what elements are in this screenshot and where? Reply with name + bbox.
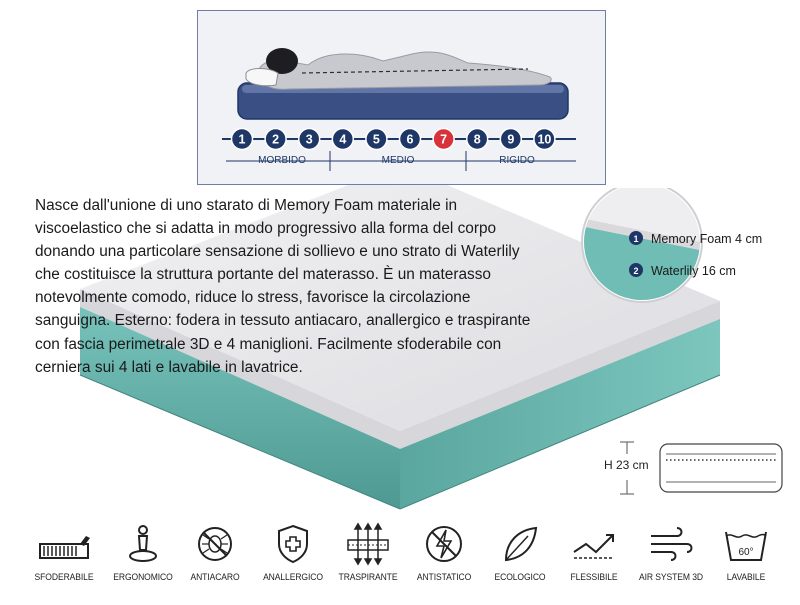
zone-label-medium: MEDIO bbox=[382, 155, 415, 166]
firmness-number: 6 bbox=[407, 133, 414, 147]
layer-1-label: Memory Foam 4 cm bbox=[651, 232, 763, 246]
firmness-diagram: 1 2 3 4 5 6 7 8 9 10 MORBIDO MEDIO RIGIDO bbox=[197, 10, 606, 185]
firmness-scale-graphic: 1 2 3 4 5 6 7 8 9 10 MORBIDO MEDIO RIGIDO bbox=[222, 48, 576, 171]
feature-antistatico: ANTISTATICO bbox=[396, 522, 492, 600]
flexible-icon bbox=[573, 534, 614, 559]
firmness-number: 5 bbox=[373, 133, 380, 147]
feature-sfoderabile: SFODERABILE bbox=[16, 522, 112, 600]
no-lightning-icon bbox=[426, 526, 462, 562]
zipper-icon bbox=[39, 536, 90, 559]
firmness-number: 8 bbox=[474, 133, 481, 147]
lying-person-figure bbox=[245, 48, 552, 90]
firmness-number: 1 bbox=[239, 133, 246, 147]
zone-label-soft: MORBIDO bbox=[258, 155, 306, 166]
svg-text:2: 2 bbox=[633, 266, 638, 276]
wash-temperature: 60° bbox=[738, 547, 753, 558]
firmness-dot bbox=[331, 127, 355, 151]
firmness-dot bbox=[465, 127, 489, 151]
feature-label: ERGONOMICO bbox=[113, 572, 173, 582]
layer-1-marker bbox=[629, 231, 643, 245]
firmness-scale: 1 2 3 4 5 6 7 8 9 10 bbox=[230, 127, 556, 151]
no-mite-icon bbox=[198, 527, 232, 561]
firmness-number: 10 bbox=[537, 133, 551, 147]
mattress-cross-section bbox=[659, 443, 783, 493]
person-pin-icon bbox=[129, 525, 157, 562]
feature-label: ECOLOGICO bbox=[494, 572, 546, 582]
leaf-icon bbox=[504, 526, 538, 562]
firmness-number: 9 bbox=[507, 133, 514, 147]
feature-label: FLESSIBILE bbox=[570, 572, 618, 582]
feature-flessibile: FLESSIBILE bbox=[546, 522, 642, 600]
firmness-dot bbox=[533, 127, 556, 151]
feature-ergonomico: ERGONOMICO bbox=[95, 522, 191, 600]
firmness-dot-selected bbox=[432, 127, 455, 151]
feature-label: TRASPIRANTE bbox=[338, 572, 398, 582]
feature-label: LAVABILE bbox=[726, 572, 766, 582]
layer-2-label: Waterlily 16 cm bbox=[651, 264, 736, 278]
feature-traspirante: TRASPIRANTE bbox=[320, 522, 416, 600]
layer-callout: 1 2 bbox=[581, 188, 703, 303]
firmness-dot bbox=[398, 127, 422, 151]
feature-antiacaro: ANTIACARO bbox=[167, 522, 263, 600]
wind-icon bbox=[651, 527, 693, 561]
feature-ecologico: ECOLOGICO bbox=[472, 522, 568, 600]
mattress-illustration bbox=[79, 185, 721, 510]
layer-2-marker bbox=[629, 263, 643, 277]
feature-label: SFODERABILE bbox=[34, 572, 94, 582]
shield-cross-icon bbox=[278, 524, 308, 564]
feature-anallergico: ANALLERGICO bbox=[245, 522, 341, 600]
feature-air-system-3d: AIR SYSTEM 3D bbox=[623, 522, 719, 600]
feature-label: AIR SYSTEM 3D bbox=[639, 572, 703, 582]
firmness-dot bbox=[264, 127, 287, 151]
feature-label: ANTISTATICO bbox=[416, 572, 472, 582]
feature-lavabile: 60° LAVABILE bbox=[698, 522, 794, 600]
firmness-dot bbox=[499, 127, 523, 151]
height-label: H 23 cm bbox=[604, 458, 649, 472]
firmness-number: 3 bbox=[306, 133, 313, 147]
firmness-dot bbox=[230, 127, 254, 151]
product-description: Nasce dall'unione di uno starato di Memo… bbox=[35, 197, 531, 376]
breathable-arrows-icon bbox=[347, 522, 389, 566]
wash-60-icon: 60° bbox=[725, 531, 767, 561]
zone-label-firm: RIGIDO bbox=[499, 155, 535, 166]
feature-icons-row: SFODERABILE ERGONOMICO ANTIACARO ANALLER… bbox=[0, 522, 800, 602]
firmness-number: 4 bbox=[339, 133, 346, 147]
svg-text:1: 1 bbox=[633, 234, 638, 244]
firmness-number: 7 bbox=[440, 133, 447, 147]
firmness-number: 2 bbox=[272, 133, 279, 147]
feature-label: ANTIACARO bbox=[190, 572, 240, 582]
firmness-dot bbox=[365, 127, 388, 151]
firmness-dot bbox=[297, 127, 321, 151]
height-bracket bbox=[620, 441, 634, 495]
feature-label: ANALLERGICO bbox=[263, 572, 323, 582]
